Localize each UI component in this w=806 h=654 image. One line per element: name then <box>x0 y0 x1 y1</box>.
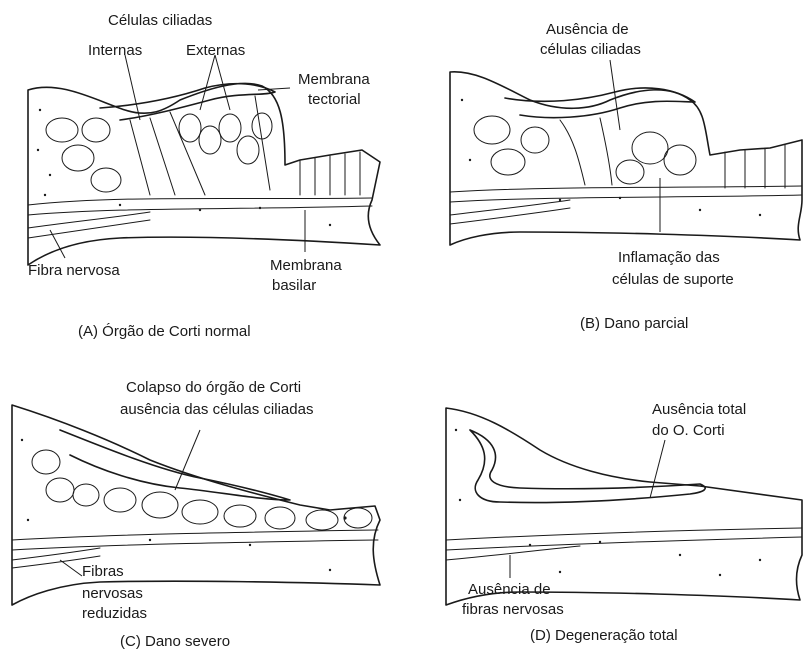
panel-c-basilar-membrane <box>12 530 378 550</box>
panel-a-hair-cells <box>46 96 360 195</box>
panel-a-label-basilar-1: Membrana <box>270 257 342 274</box>
panel-d-caption: (D) Degeneração total <box>530 627 678 644</box>
panel-b-basilar-membrane <box>450 186 802 202</box>
panel-a-basilar-membrane <box>28 198 372 215</box>
panel-a-leader-nerve <box>50 230 65 258</box>
panel-b-support-cells <box>474 116 785 188</box>
panel-c-outline <box>12 405 380 605</box>
panel-b-label-absence-1: Ausência de <box>546 21 629 38</box>
panel-d-label-no-fibers-1: Ausência de <box>468 581 551 598</box>
panel-c-severe-damage: Colapso do órgão de Corti ausência das c… <box>12 379 380 650</box>
panel-d-leader-total-absence <box>650 440 665 498</box>
panel-b-tectorial-membrane <box>505 88 695 118</box>
panel-a-label-nerve-fiber: Fibra nervosa <box>28 262 120 279</box>
panel-b-nerve <box>450 200 570 224</box>
panel-c-leader-fibers <box>60 560 82 576</box>
panel-d-basilar-membrane <box>446 528 802 550</box>
panel-c-label-fibers-2: nervosas <box>82 585 143 602</box>
panel-d-total-degeneration: Ausência total do O. Corti Ausência de f… <box>446 401 802 644</box>
panel-d-outline <box>446 408 802 605</box>
panel-b-caption: (B) Dano parcial <box>580 315 688 332</box>
panel-d-label-total-absence-2: do O. Corti <box>652 422 725 439</box>
panel-a-label-tectorial-2: tectorial <box>308 91 361 108</box>
panel-a-caption: (A) Órgão de Corti normal <box>78 323 251 340</box>
panel-b-leader-absence <box>610 60 620 130</box>
panel-d-label-total-absence-1: Ausência total <box>652 401 746 418</box>
panel-a-label-outer: Externas <box>186 42 245 59</box>
panel-a-leader-tectorial <box>258 88 290 90</box>
panel-d-nerve-remnant <box>446 546 580 560</box>
panel-a-outline <box>28 83 380 265</box>
panel-c-label-fibers-1: Fibras <box>82 563 124 580</box>
panel-d-label-no-fibers-2: fibras nervosas <box>462 601 564 618</box>
panel-b-stipple <box>461 99 761 216</box>
panel-b-outline <box>450 72 802 245</box>
panel-c-label-fibers-3: reduzidas <box>82 605 147 622</box>
panel-c-label-collapse-2: ausência das células ciliadas <box>120 401 313 418</box>
panel-d-collapsed-membrane <box>470 430 705 503</box>
panel-b-label-inflammation-2: células de suporte <box>612 271 734 288</box>
panel-b-partial-damage: Ausência de células ciliadas Inflamação … <box>450 21 802 332</box>
panel-a-label-tectorial-1: Membrana <box>298 71 370 88</box>
panel-a-nerve-fiber <box>28 212 150 238</box>
panel-c-caption: (C) Dano severo <box>120 633 230 650</box>
panel-b-label-absence-2: células ciliadas <box>540 41 641 58</box>
panel-a-label-basilar-2: basilar <box>272 277 316 294</box>
panel-b-label-inflammation-1: Inflamação das <box>618 249 720 266</box>
panel-a-label-hair-cells: Células ciliadas <box>108 12 212 29</box>
panel-a-normal-organ-of-corti: Células ciliadas Internas Externas Membr… <box>28 12 380 340</box>
panel-c-leader-collapse <box>175 430 200 490</box>
panel-a-label-inner: Internas <box>88 42 142 59</box>
panel-c-label-collapse-1: Colapso do órgão de Corti <box>126 379 301 396</box>
